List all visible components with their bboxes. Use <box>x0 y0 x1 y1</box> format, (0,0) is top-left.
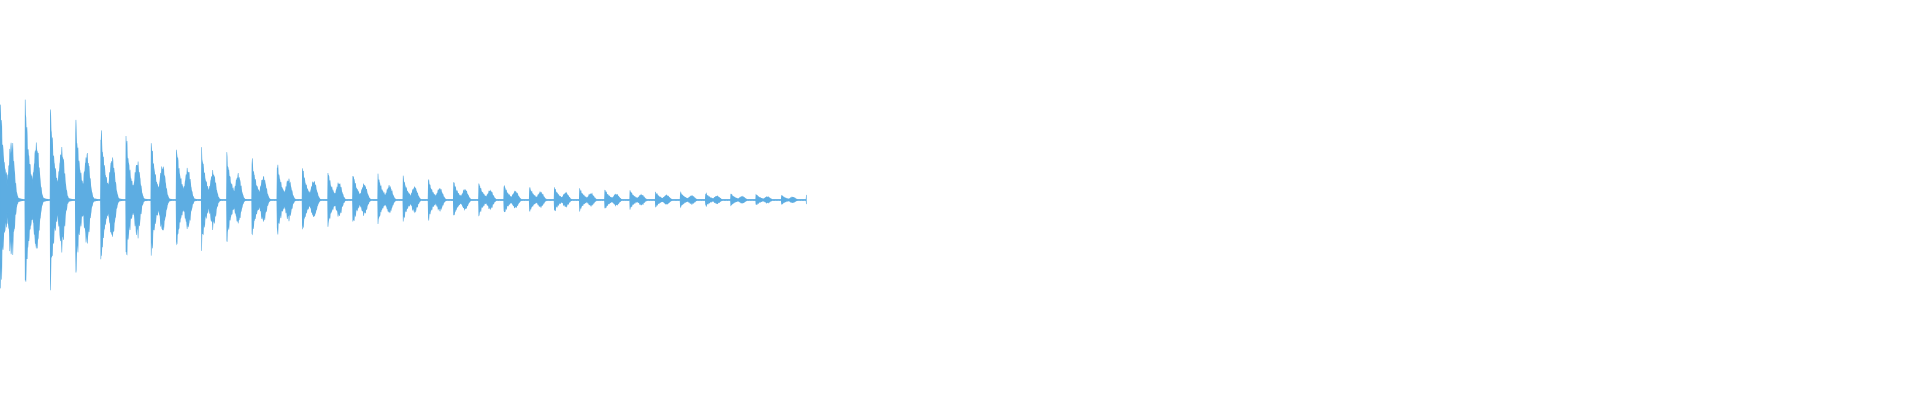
waveform-fill <box>0 99 807 291</box>
